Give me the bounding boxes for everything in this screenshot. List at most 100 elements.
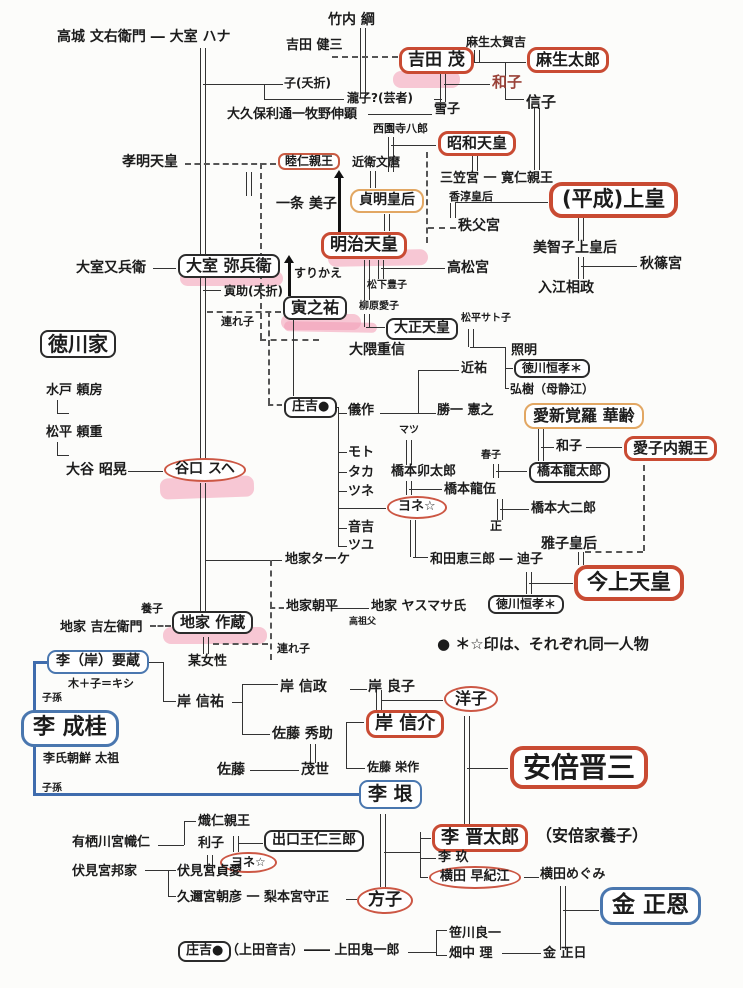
substitution-arrow xyxy=(338,177,341,232)
connector-line-h-s xyxy=(500,509,529,510)
meiji-tenno: 明治天皇 xyxy=(321,232,407,260)
wada-michiko: 和田恵三郎 ― 迪子 xyxy=(430,552,544,567)
aiko-naishinno: 愛子内親王 xyxy=(624,436,718,461)
connector-line-h-s xyxy=(242,734,270,735)
moyo: 茂世 xyxy=(301,762,329,778)
connector-line-h-s xyxy=(529,583,573,584)
connector-line-h-s xyxy=(242,684,278,685)
connector-line-h-s xyxy=(128,471,163,472)
connector-line-h-da xyxy=(332,56,398,58)
connector-line-v-s xyxy=(168,870,169,896)
connector-line-v-d xyxy=(538,428,544,461)
kishi-nobusuke: 岸 信介 xyxy=(366,710,445,739)
connector-line-v-s xyxy=(163,662,164,701)
connector-line-v-d xyxy=(388,137,394,172)
tokugawa-ke: 徳川家 xyxy=(40,330,116,359)
connector-line-v-d xyxy=(560,886,566,950)
aso-takakichi: 麻生太賀吉 xyxy=(466,35,527,49)
fushimi-kuniie: 伏見宮邦家 xyxy=(72,864,138,879)
connector-line-h-s xyxy=(502,953,541,954)
ichijo-haruko: 一条 美子 xyxy=(276,196,337,212)
connector-line-h-s xyxy=(143,662,163,663)
connector-line-h-da xyxy=(260,339,319,341)
connector-line-h-s xyxy=(505,388,509,389)
connector-line-h-s xyxy=(153,268,176,269)
otokichi: 音吉 xyxy=(348,520,375,535)
connector-line-h-s xyxy=(380,413,436,414)
okuma-shigenobu: 大隈重信 xyxy=(349,342,405,358)
ueda-line: （上田音吉）―― 上田鬼一郎 xyxy=(226,943,400,958)
masako-kogo: 雅子皇后 xyxy=(541,536,597,552)
connector-line-h-s xyxy=(338,528,347,529)
connector-line-v-d xyxy=(406,440,412,465)
tokugawa-tsunenari-2: 徳川恒孝＊ xyxy=(488,595,565,615)
connector-line-v-s xyxy=(420,832,421,878)
connector-line-v-d xyxy=(440,73,446,102)
tsuyu: ツユ xyxy=(348,538,375,553)
arrow-head-icon xyxy=(284,255,295,263)
hashimoto-utaro: 橋本卯太郎 xyxy=(391,464,457,479)
shison-1: 子孫 xyxy=(42,693,62,704)
shison-2: 子孫 xyxy=(42,783,62,794)
aishinkakura-karei: 愛新覚羅 華齢 xyxy=(524,403,644,429)
pink-marker-highlight xyxy=(393,71,460,88)
kim-jongil: 金 正日 xyxy=(543,946,587,961)
nobuko: 信子 xyxy=(526,93,557,111)
takagi-omuro-hana: 高城 文右衛門 ― 大室 ハナ xyxy=(57,29,231,45)
yanagiwara-naruko: 柳原愛子 xyxy=(359,301,399,312)
chichibu-no-miya: 秩父宮 xyxy=(458,218,500,234)
otani-akiteru: 大谷 昭晃 xyxy=(66,462,127,478)
connector-line-v-d xyxy=(578,257,584,279)
connector-line-h-s xyxy=(420,858,436,859)
shokichi-1: 庄吉● xyxy=(284,397,338,418)
connector-line-v-s xyxy=(264,84,265,99)
heisei-joko: (平成)上皇 xyxy=(549,182,679,218)
connector-line-h-s xyxy=(168,896,176,897)
connector-line-h-s xyxy=(408,952,436,953)
taisho-tenno: 大正天皇 xyxy=(386,318,458,340)
ri-kyu: 李 玖 xyxy=(438,850,469,865)
matsudaira-yorishige: 松平 頼重 xyxy=(46,425,103,440)
connector-line-h-s xyxy=(168,870,176,871)
connector-line-h-s xyxy=(382,700,443,701)
komei-tenno: 孝明天皇 xyxy=(122,154,178,170)
connector-line-h-s xyxy=(145,870,168,871)
yukiko: 雪子 xyxy=(434,102,461,117)
mikasa-tomohito: 三笠宮 一 寛仁親王 xyxy=(440,171,554,186)
connector-line-h-s xyxy=(505,368,513,369)
connector-line-v-s xyxy=(346,722,347,768)
connector-line-h-s xyxy=(581,266,637,267)
yoshida-shigeru: 吉田 茂 xyxy=(399,47,474,75)
connector-line-v-d xyxy=(450,203,456,218)
deguchi-onisaburo: 出口王仁三郎 xyxy=(264,830,364,852)
connector-line-h-s xyxy=(184,821,196,822)
connector-line-h-s xyxy=(368,114,432,115)
arisugawa-takahito: 有栖川宮幟仁 xyxy=(72,835,151,850)
connector-line-h-s xyxy=(250,770,299,771)
connector-line-h-da xyxy=(185,163,276,165)
katsu-noriyuki: 勝一 憲之 xyxy=(437,403,494,418)
connector-line-h-s xyxy=(496,471,527,472)
takamatsu-no-miya: 高松宮 xyxy=(447,260,489,276)
connector-line-h-s xyxy=(264,99,344,100)
connector-line-h-da xyxy=(207,311,281,313)
jike-sakuzo: 地家 作蔵 xyxy=(172,611,254,634)
surikae-note: すりかえ xyxy=(294,266,343,280)
hashimoto-ryutaro: 橋本龍太郎 xyxy=(529,462,611,483)
ri-gin: 李 垠 xyxy=(359,780,422,810)
abe-ke-yoshi: （安倍家養子） xyxy=(536,826,649,845)
showa-tenno: 昭和天皇 xyxy=(438,131,517,156)
connector-line-h-s xyxy=(586,447,622,448)
connector-line-h-s xyxy=(203,84,283,85)
kishi-nobusuke-sr: 岸 信祐 xyxy=(177,694,224,710)
abe-shinzo: 安倍晋三 xyxy=(510,746,649,790)
connector-line-h-s xyxy=(409,489,442,490)
connector-line-h-da xyxy=(213,643,268,645)
connector-line-v-da xyxy=(268,311,270,404)
connector-line-v-s xyxy=(293,318,294,396)
chikasuke: 近祐 xyxy=(461,361,488,376)
hashimoto-daijiro: 橋本大二郎 xyxy=(531,501,597,516)
taka: タカ xyxy=(348,465,375,480)
tsurego-1: 連れ子 xyxy=(221,315,254,328)
